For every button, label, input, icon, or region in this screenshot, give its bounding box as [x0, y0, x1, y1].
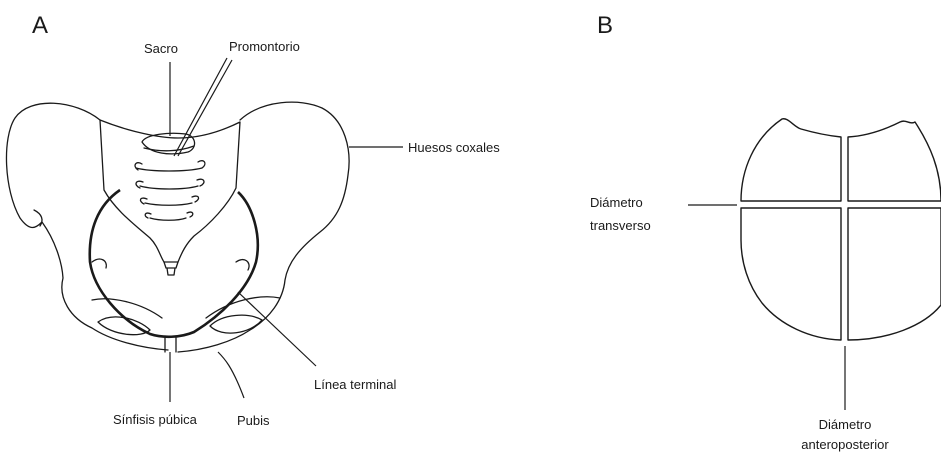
panel-a: A	[5, 12, 500, 428]
label-diametro-transverso-line2: transverso	[590, 218, 651, 233]
panel-b: B Diámetro transverso Diámetro anteropos…	[590, 12, 941, 452]
label-diametro-ap-line1: Diámetro	[819, 417, 872, 432]
sacral-foramen	[196, 178, 205, 187]
label-diametro-transverso-line1: Diámetro	[590, 195, 643, 210]
inlet-quadrant-lower-right	[847, 207, 941, 341]
pubic-arch	[91, 296, 281, 319]
leader-pubis	[217, 351, 245, 399]
inlet-quadrant-upper-left	[740, 118, 842, 202]
sacral-foramen	[191, 195, 200, 203]
left-ischial-spine	[91, 258, 107, 269]
pelvic-inlet-diagram	[740, 118, 941, 341]
inlet-quadrant-upper-right	[847, 120, 941, 202]
sacral-foramen	[197, 160, 206, 169]
right-coxal-bone	[177, 101, 350, 353]
label-linea-terminal: Línea terminal	[314, 377, 396, 392]
sacral-ridge	[139, 185, 199, 190]
terminal-line	[88, 188, 260, 339]
sacral-foramen	[144, 212, 152, 219]
sacral-foramen	[186, 211, 194, 218]
panel-a-letter: A	[32, 12, 48, 39]
left-coxal-bone	[5, 102, 169, 351]
leader-linea-terminal	[237, 291, 317, 367]
inlet-quadrant-lower-left	[740, 207, 842, 341]
right-ischial-spine	[235, 258, 250, 271]
panel-b-letter: B	[597, 12, 613, 39]
sacral-ridge	[144, 202, 193, 206]
leader-promontorio	[173, 57, 228, 157]
sacral-foramen	[134, 162, 143, 171]
promontory-line	[143, 145, 195, 152]
sacral-ridge	[135, 167, 203, 172]
left-ilium-notch	[33, 209, 43, 227]
pubic-symphysis	[164, 335, 177, 353]
sacral-foramen	[139, 197, 148, 205]
sacral-foramen	[135, 180, 144, 189]
leader-promontorio-2	[177, 59, 233, 157]
label-pubis: Pubis	[237, 413, 270, 428]
label-diametro-ap-line2: anteroposterior	[801, 437, 889, 452]
label-sinfisis-pubica: Sínfisis púbica	[113, 412, 198, 427]
left-obturator-foramen	[97, 316, 151, 336]
pelvis-drawing	[5, 101, 350, 353]
label-sacro: Sacro	[144, 41, 178, 56]
right-obturator-foramen	[209, 314, 263, 334]
coccyx	[163, 261, 179, 276]
sacrum-outline	[99, 119, 241, 263]
label-promontorio: Promontorio	[229, 39, 300, 54]
promontory-top	[141, 132, 196, 155]
sacral-ridge	[149, 217, 187, 221]
label-huesos-coxales: Huesos coxales	[408, 140, 500, 155]
